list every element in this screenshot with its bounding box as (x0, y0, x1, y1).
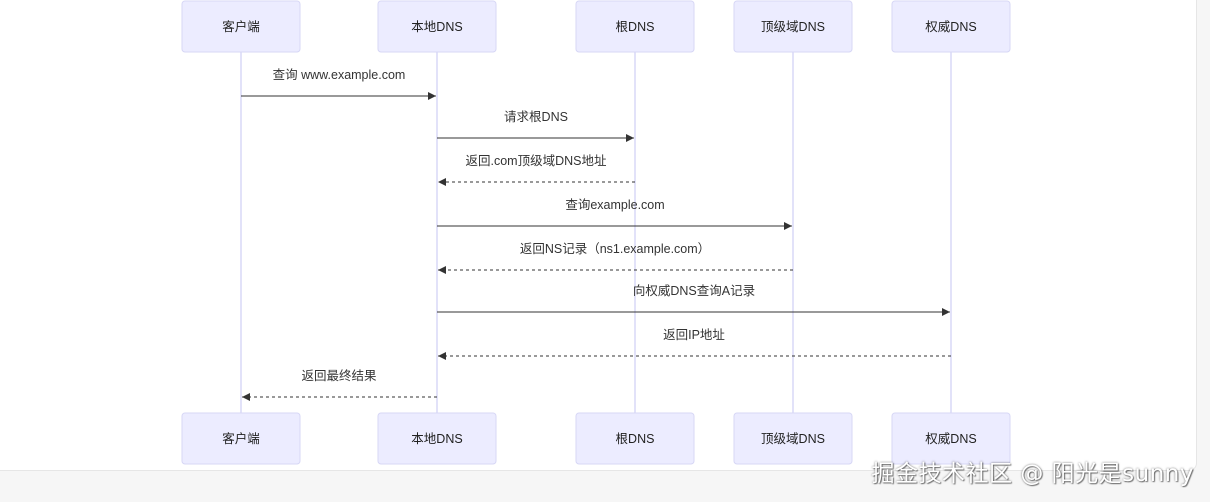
actor-box-local-top (377, 0, 497, 53)
actor-label-auth-bottom: 权威DNS (925, 431, 976, 446)
actor-box-auth-bottom (891, 412, 1011, 465)
message-label-1: 查询 www.example.com (273, 68, 406, 82)
message-label-6: 向权威DNS查询A记录 (633, 283, 755, 298)
actor-box-auth-top (891, 0, 1011, 53)
actor-label-local-bottom: 本地DNS (411, 432, 462, 446)
actor-box-tld-bottom (733, 412, 853, 465)
message-label-5: 返回NS记录（ns1.example.com） (520, 242, 710, 256)
actor-label-tld-top: 顶级域DNS (761, 20, 825, 34)
actor-label-client-top: 客户端 (222, 19, 260, 34)
actor-box-root-bottom (575, 412, 695, 465)
actor-label-local-top: 本地DNS (411, 20, 462, 34)
message-label-7: 返回IP地址 (663, 328, 725, 342)
watermark: 掘金技术社区 @ 阳光是sunny (871, 461, 1194, 487)
actor-box-tld-top (733, 0, 853, 53)
message-label-3: 返回.com顶级域DNS地址 (466, 154, 607, 168)
actor-label-client-bottom: 客户端 (222, 431, 260, 446)
message-label-8: 返回最终结果 (301, 368, 377, 383)
actor-label-root-top: 根DNS (616, 20, 655, 34)
message-label-2: 请求根DNS (504, 110, 568, 124)
actor-box-local-bottom (377, 412, 497, 465)
actor-box-client-top (181, 0, 301, 53)
actor-label-root-bottom: 根DNS (616, 432, 655, 446)
message-label-4: 查询example.com (565, 198, 664, 212)
actor-box-root-top (575, 0, 695, 53)
actor-box-client-bottom (181, 412, 301, 465)
actor-label-tld-bottom: 顶级域DNS (761, 432, 825, 446)
actor-label-auth-top: 权威DNS (925, 19, 976, 34)
